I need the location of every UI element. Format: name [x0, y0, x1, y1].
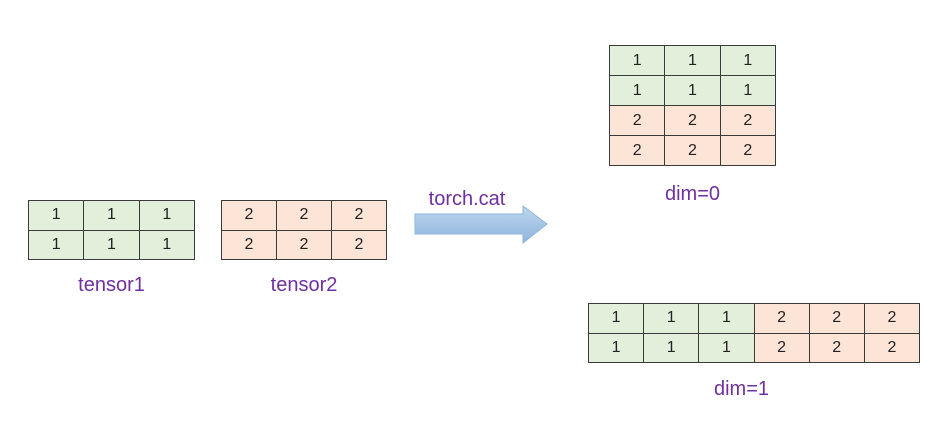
- tensor-cell: 2: [332, 201, 387, 231]
- tensor-cell: 2: [809, 304, 865, 334]
- tensor-cell: 2: [665, 136, 721, 166]
- tensor1-label: tensor1: [78, 274, 145, 296]
- tensor-cell: 2: [665, 106, 721, 136]
- right-arrow-icon: [414, 205, 548, 245]
- tensor-cell: 2: [222, 230, 277, 260]
- tensor-cell: 2: [809, 333, 865, 363]
- dim0-label: dim=0: [664, 183, 721, 205]
- tensor-cell: 1: [139, 230, 195, 260]
- tensor-cell: 1: [665, 46, 721, 76]
- tensor-cell: 1: [84, 201, 140, 231]
- tensor-cell: 1: [139, 201, 195, 231]
- tensor-cell: 2: [277, 230, 332, 260]
- tensor-cell: 1: [29, 201, 85, 231]
- tensor-cell: 2: [610, 106, 666, 136]
- tensor-cell: 1: [720, 46, 776, 76]
- tensor-cell: 2: [610, 136, 666, 166]
- tensor-cell: 1: [589, 304, 645, 334]
- tensor-cell: 1: [644, 304, 700, 334]
- tensor-cell: 1: [610, 46, 666, 76]
- tensor-cell: 2: [754, 304, 810, 334]
- tensor-cell: 2: [277, 201, 332, 231]
- tensor-cell: 1: [610, 76, 666, 106]
- tensor-cell: 1: [699, 333, 755, 363]
- tensor-cell: 1: [84, 230, 140, 260]
- tensor-cell: 2: [720, 136, 776, 166]
- operation-label: torch.cat: [428, 188, 506, 210]
- tensor-cell: 1: [589, 333, 645, 363]
- tensor-cell: 2: [754, 333, 810, 363]
- tensor-cell: 1: [720, 76, 776, 106]
- tensor-cell: 2: [222, 201, 277, 231]
- tensor-cell: 2: [720, 106, 776, 136]
- tensor-cell: 1: [29, 230, 85, 260]
- tensor-cell: 2: [864, 333, 920, 363]
- tensor-cell: 1: [644, 333, 700, 363]
- tensor-cell: 1: [699, 304, 755, 334]
- tensor-cell: 1: [665, 76, 721, 106]
- tensor2-label: tensor2: [270, 274, 338, 296]
- tensor-cell: 2: [864, 304, 920, 334]
- dim1-label: dim=1: [713, 378, 770, 400]
- tensor-cell: 2: [332, 230, 387, 260]
